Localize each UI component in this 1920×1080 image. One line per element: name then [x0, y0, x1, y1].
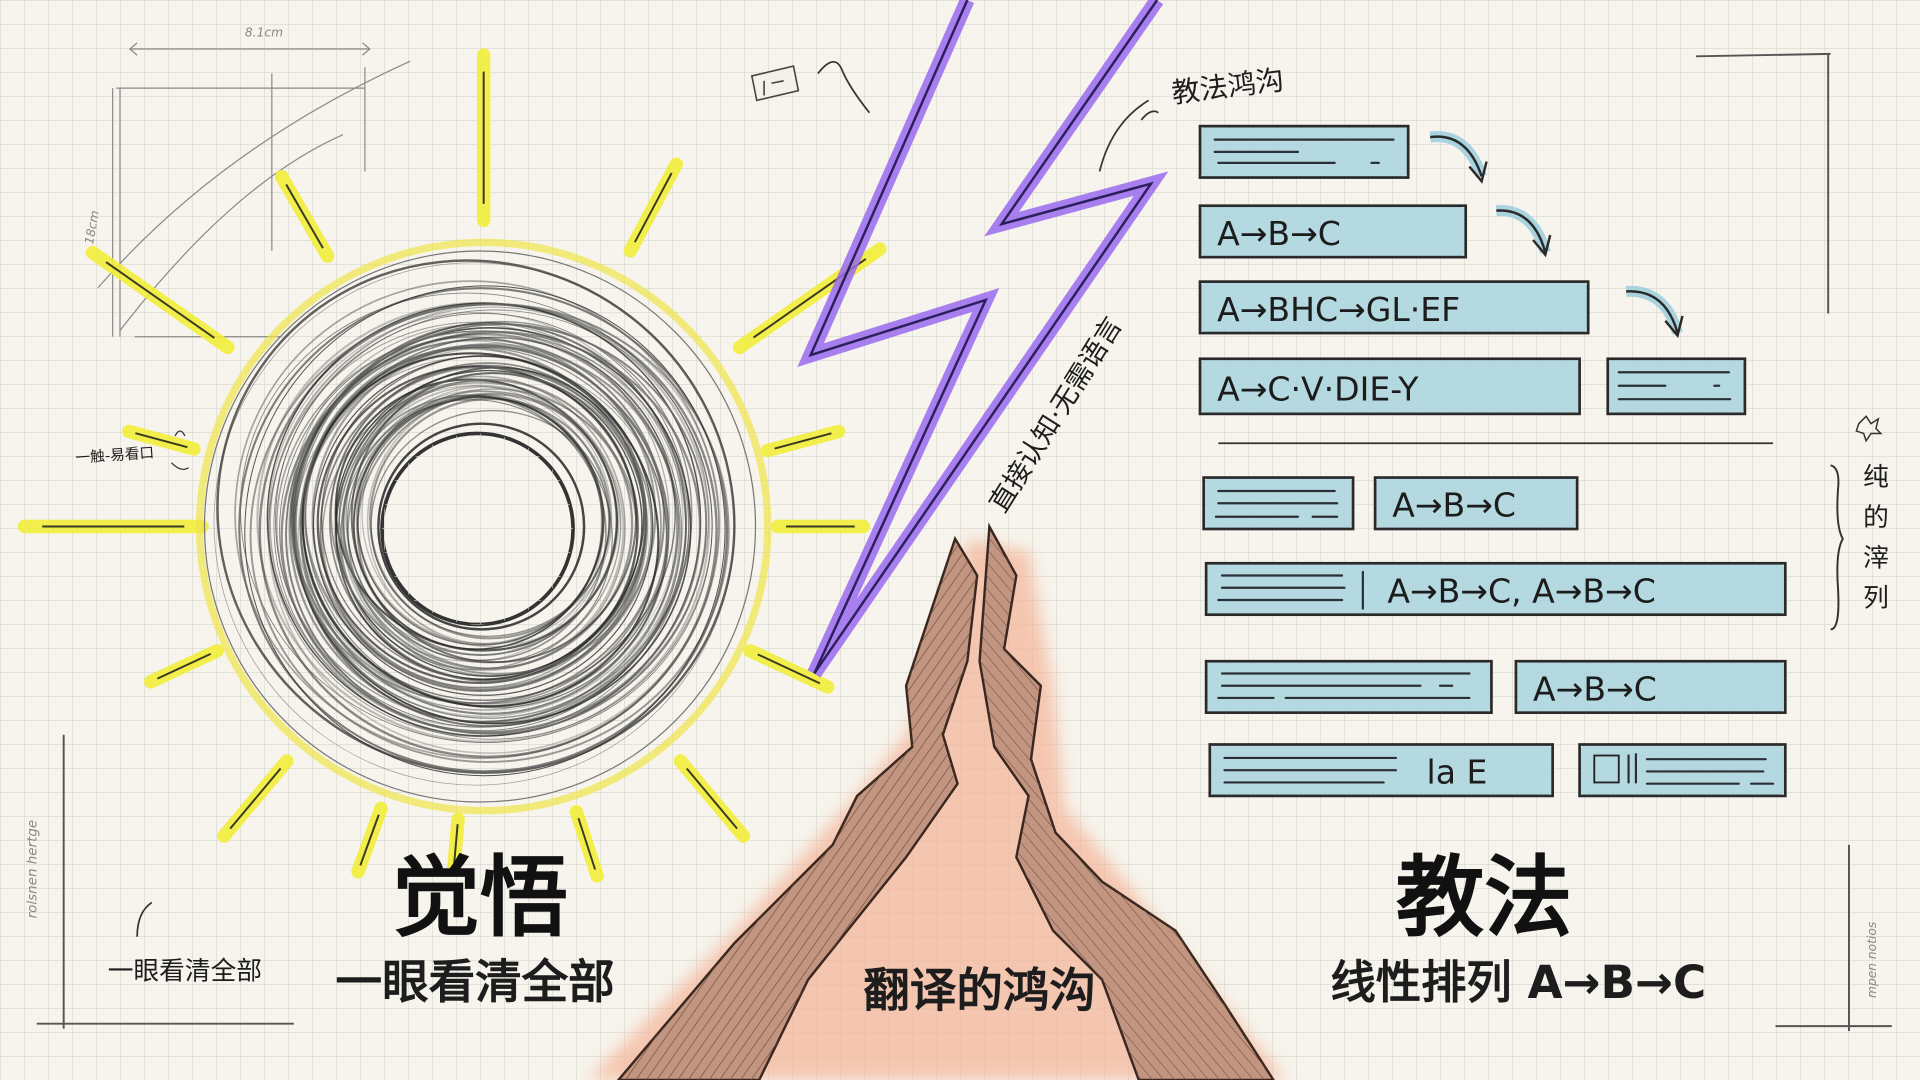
pencil-stroke [288, 333, 679, 724]
note-pointer-arrow [136, 901, 153, 937]
linear-boxes: A→B→C A→BHC→GL·EF A→C·V·DIE-Y A→B→C A→B→… [1198, 124, 1787, 798]
left-title: 觉悟 [392, 846, 568, 949]
pencil-stroke [244, 285, 726, 777]
box-5 [1202, 476, 1355, 531]
curved-arrow-icon [1429, 131, 1488, 184]
pencil-stroke [342, 394, 607, 662]
pencil-stroke [370, 409, 610, 638]
pencil-stroke [320, 354, 647, 681]
curved-arrow-icon [1495, 205, 1552, 258]
curved-arrow-icon [1625, 285, 1684, 339]
pencil-stroke [269, 306, 710, 734]
pencil-stroke [249, 303, 730, 763]
pencil-stroke [290, 336, 662, 705]
sun-ray [274, 169, 335, 263]
sketch-book-icon [750, 65, 800, 102]
svg-text:A→C·V·DIE-Y: A→C·V·DIE-Y [1217, 369, 1419, 408]
sun-ray [144, 643, 225, 689]
dimension-width-label: 8.1cm [245, 26, 283, 40]
gap-label: 翻译的鸿沟 [863, 964, 1096, 1018]
pencil-stroke [352, 395, 604, 651]
sun-ray [569, 805, 604, 883]
pencil-stroke [356, 393, 618, 656]
frame-left [36, 734, 294, 1029]
box-8b [1578, 743, 1787, 798]
margin-note-left: rolsnen hertge [26, 820, 41, 919]
flower-icon [1855, 415, 1883, 443]
pencil-stroke [275, 330, 690, 723]
pencil-stroke [289, 323, 670, 707]
pencil-stroke [267, 303, 721, 754]
pencil-stroke [238, 287, 728, 773]
box-4: A→C·V·DIE-Y [1198, 357, 1581, 416]
pencil-stroke [294, 340, 668, 705]
box-3: A→BHC→GL·EF [1198, 280, 1590, 335]
sun-ray [85, 245, 235, 355]
lightning-bolt [797, 0, 1169, 678]
box-4b [1606, 357, 1747, 416]
sun-ray [351, 801, 388, 879]
margin-note-right: mpen notios [1865, 921, 1879, 998]
pencil-stroke [337, 372, 646, 683]
curved-arrow-icon [817, 60, 871, 114]
box-7b: A→B→C [1514, 659, 1787, 714]
pencil-stroke [366, 391, 620, 648]
pencil-stroke [357, 397, 604, 646]
sun-ray [217, 754, 294, 843]
note-left-scribble: 一触-易看口 [75, 444, 155, 466]
image-icon [1593, 754, 1620, 784]
svg-text:A→B→C: A→B→C [1217, 214, 1341, 253]
sun-ray [447, 812, 465, 875]
pencil-stroke [268, 311, 684, 728]
dimension-height-label: 18cm [82, 209, 102, 245]
chasm-crack [587, 522, 1286, 1080]
svg-text:A→B→C: A→B→C [1533, 669, 1657, 708]
sun-rays [17, 48, 887, 883]
pencil-stroke [303, 347, 649, 692]
box-8: la E [1208, 743, 1554, 798]
header-note-pointer [1098, 99, 1159, 172]
sun-ray [623, 157, 683, 258]
flow-arrows [1429, 131, 1684, 339]
box-6: A→B→C, A→B→C [1204, 561, 1787, 617]
frame-right [1695, 52, 1892, 1032]
pencil-stroke [369, 397, 612, 640]
sun-ray [743, 643, 835, 694]
pencil-stroke [290, 338, 665, 705]
right-subtitle: 线性排列 A→B→C [1331, 956, 1707, 1009]
sun-ray [122, 424, 201, 456]
svg-text:la E: la E [1427, 753, 1488, 792]
sun-ray [760, 424, 846, 458]
pencil-stroke [240, 292, 713, 743]
left-subtitle: 一眼看清全部 [336, 955, 615, 1009]
bracket-icon [1830, 464, 1844, 631]
svg-text:A→B→C, A→B→C: A→B→C, A→B→C [1387, 571, 1655, 610]
sun-sphere [195, 238, 772, 815]
pencil-stroke [301, 336, 676, 701]
pencil-stroke [330, 366, 653, 675]
right-title: 教法 [1396, 846, 1572, 949]
svg-text:A→B→C: A→B→C [1392, 486, 1516, 525]
pencil-stroke [339, 380, 617, 656]
box-5b: A→B→C [1373, 476, 1579, 531]
box-2: A→B→C [1198, 204, 1468, 259]
pencil-stroke [361, 386, 613, 645]
pencil-stroke [312, 355, 654, 696]
svg-text:A→BHC→GL·EF: A→BHC→GL·EF [1217, 290, 1460, 329]
pencil-stroke [285, 323, 708, 735]
box-1 [1198, 124, 1410, 179]
box-7 [1204, 659, 1493, 714]
sun-ray [673, 754, 751, 843]
left-note: 一眼看清全部 [108, 957, 262, 987]
pencil-stroke [216, 259, 736, 774]
pencil-stroke [352, 390, 605, 656]
note-pointer [170, 430, 189, 470]
side-note: 纯的滓列 [1858, 462, 1888, 624]
pencil-stroke [355, 393, 605, 646]
